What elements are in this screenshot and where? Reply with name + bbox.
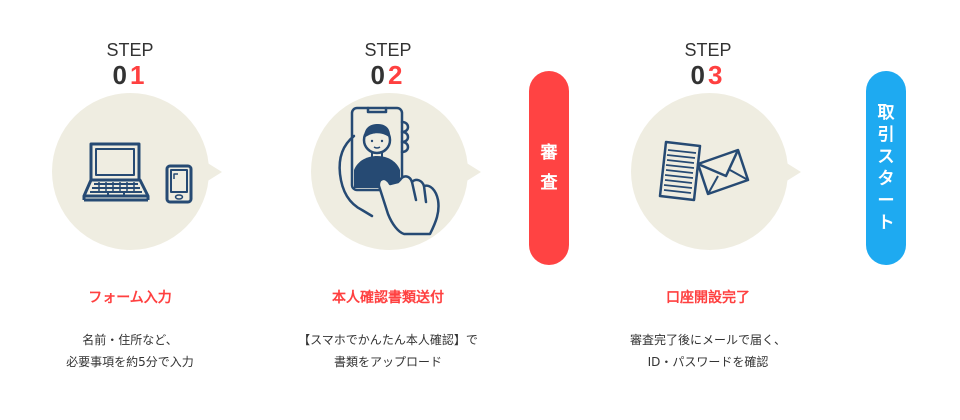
bubble-tail: [465, 162, 481, 182]
step-02: STEP 02 本人確認書類送付 【スマホでかんたん本人確認】で 書類をアップロ…: [268, 0, 508, 420]
step-01: STEP 01 フォーム入力 名前・住所など、 必要事項を約5分で入力: [10, 0, 250, 420]
step-03: STEP 03 口座開設完了 審査完了後にメールで届く、 ID・パスワードを確認: [588, 0, 828, 420]
step-title: フォーム入力: [88, 290, 172, 306]
step-number: 01: [112, 60, 148, 90]
step-label: STEP: [684, 40, 732, 60]
document-and-envelope-icon: [658, 140, 750, 202]
step-bubble: [52, 93, 209, 250]
laptop-and-phone-icon: [82, 142, 193, 204]
start-trading-pill: 取 引 ス タ ー ト: [866, 71, 906, 265]
bubble-tail: [785, 162, 801, 182]
step-description: 名前・住所など、 必要事項を約5分で入力: [66, 333, 194, 369]
smartphone-selfie-icon: [338, 106, 440, 236]
step-description: 審査完了後にメールで届く、 ID・パスワードを確認: [629, 333, 786, 369]
bubble-tail: [206, 162, 222, 182]
step-bubble: [631, 93, 788, 250]
step-title: 口座開設完了: [666, 290, 750, 306]
step-label: STEP: [106, 40, 154, 60]
step-label: STEP: [364, 40, 412, 60]
step-description: 【スマホでかんたん本人確認】で 書類をアップロード: [298, 333, 478, 369]
step-title: 本人確認書類送付: [332, 290, 444, 306]
review-pill: 審 査: [529, 71, 569, 265]
step-number: 02: [370, 60, 406, 90]
step-number: 03: [690, 60, 726, 90]
